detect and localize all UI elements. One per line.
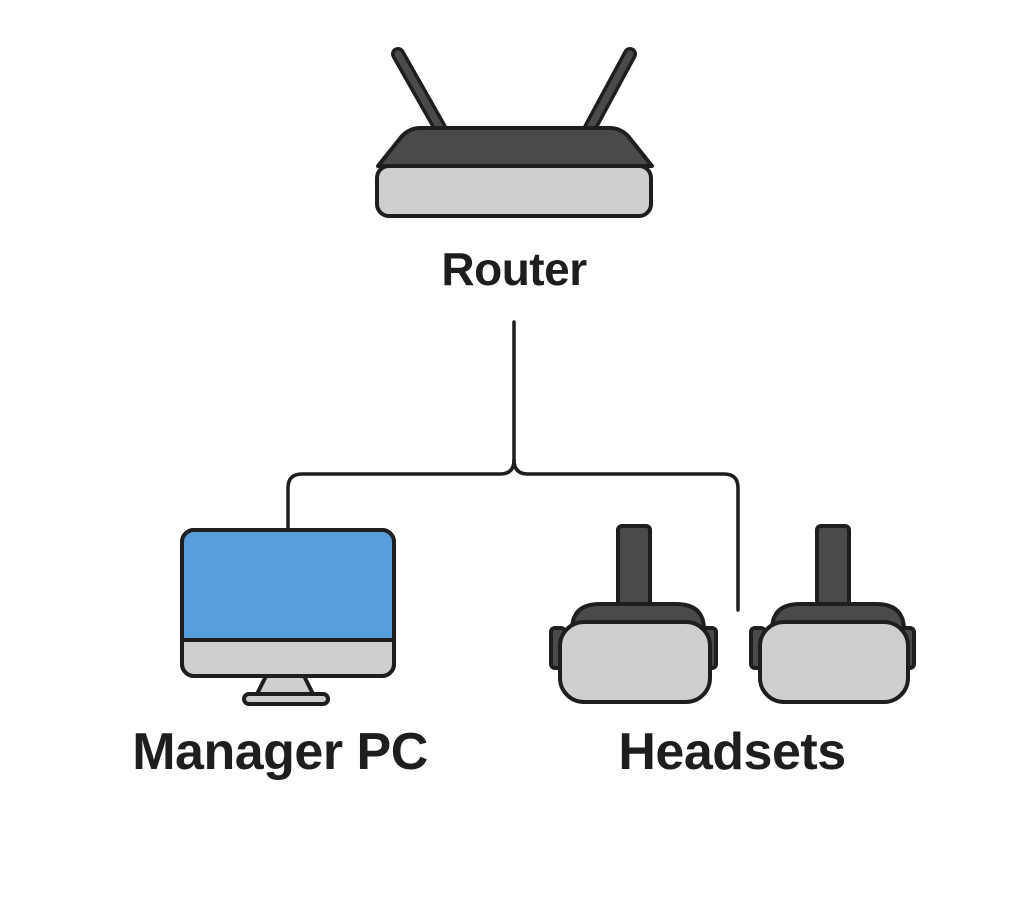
router-antenna-right-inner <box>586 50 634 132</box>
headsets-label: Headsets <box>618 723 846 781</box>
router-top-body <box>376 126 654 168</box>
router-icon <box>375 47 654 218</box>
headset-visor <box>558 620 712 704</box>
vr-headset-icon <box>749 524 916 704</box>
vr-headset-icon <box>549 524 718 704</box>
manager-pc-label: Manager PC <box>132 723 428 781</box>
monitor-screen <box>184 532 392 640</box>
headset-strap <box>616 524 652 612</box>
connector-to-manager-pc <box>286 458 516 532</box>
router-antenna-left-inner <box>394 50 444 132</box>
connector-to-headsets <box>512 458 740 612</box>
router-front-panel <box>375 164 653 218</box>
connector-lines <box>286 320 740 612</box>
monitor-outline <box>180 528 396 678</box>
monitor-icon <box>180 528 396 706</box>
router-label: Router <box>441 243 587 295</box>
monitor-stand-base <box>242 692 330 706</box>
headset-strap <box>815 524 851 612</box>
headset-visor <box>758 620 910 704</box>
